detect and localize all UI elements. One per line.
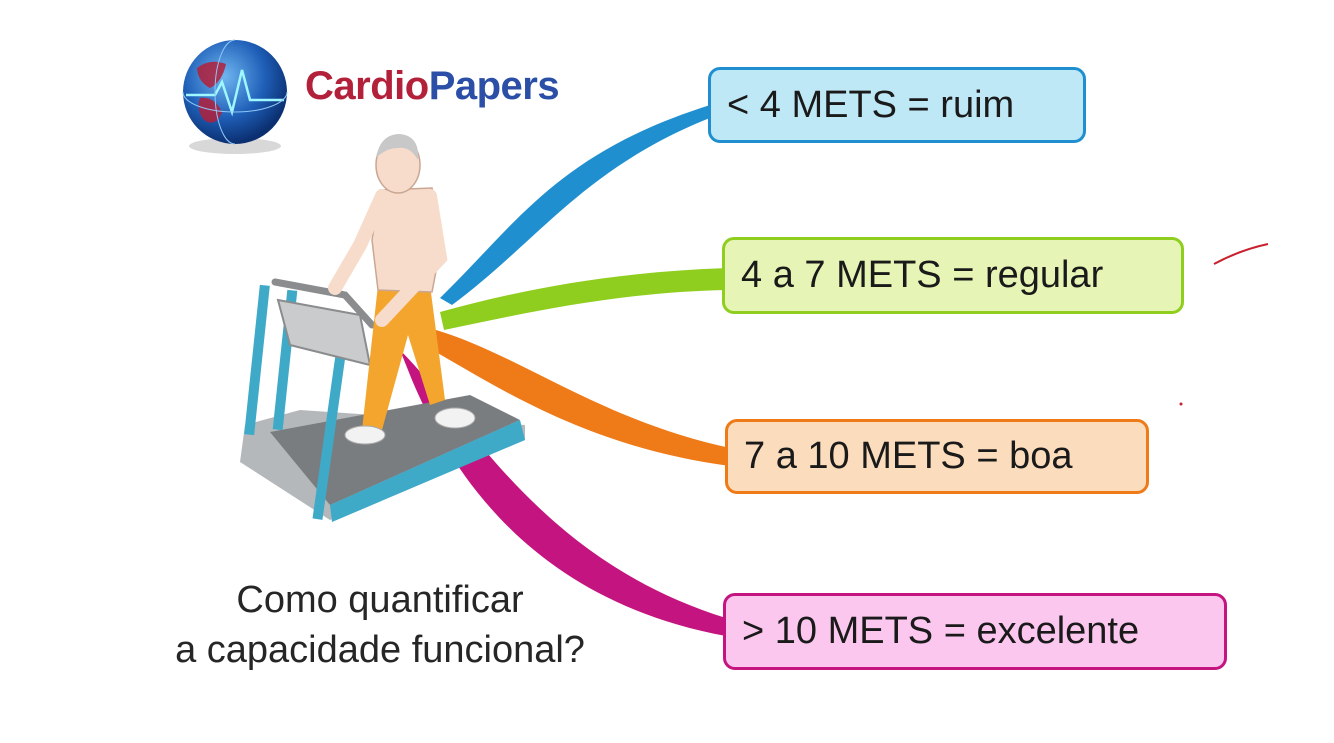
branch-ribbon-regular	[440, 268, 728, 330]
branch-ribbon-ruim	[440, 102, 720, 305]
treadmill-illustration	[240, 278, 525, 522]
central-question: Como quantificar a capacidade funcional?	[120, 575, 640, 675]
node-label-ruim: < 4 METS = ruim	[727, 83, 1015, 126]
globe-heartbeat-icon	[182, 39, 288, 154]
node-label-regular: 4 a 7 METS = regular	[741, 254, 1104, 296]
red-stroke-mark	[1213, 243, 1269, 265]
question-line-1: Como quantificar	[236, 579, 524, 621]
node-box-boa: 7 a 10 METS = boa	[725, 419, 1149, 494]
question-line-2: a capacidade funcional?	[175, 629, 585, 671]
brand-logo-text: CardioPapers	[305, 64, 560, 109]
node-box-ruim: < 4 METS = ruim	[708, 67, 1086, 143]
branch-ribbon-excelente	[400, 350, 726, 636]
node-label-excelente: > 10 METS = excelente	[742, 610, 1140, 652]
red-dot-mark	[1179, 402, 1183, 406]
node-box-excelente: > 10 METS = excelente	[723, 593, 1227, 670]
brand-name-part2: Papers	[428, 64, 560, 108]
elderly-man-figure	[328, 134, 476, 445]
node-label-boa: 7 a 10 METS = boa	[744, 435, 1073, 477]
node-box-regular: 4 a 7 METS = regular	[722, 237, 1184, 314]
branch-ribbon-boa	[436, 330, 730, 466]
brand-name-part1: Cardio	[305, 64, 429, 108]
